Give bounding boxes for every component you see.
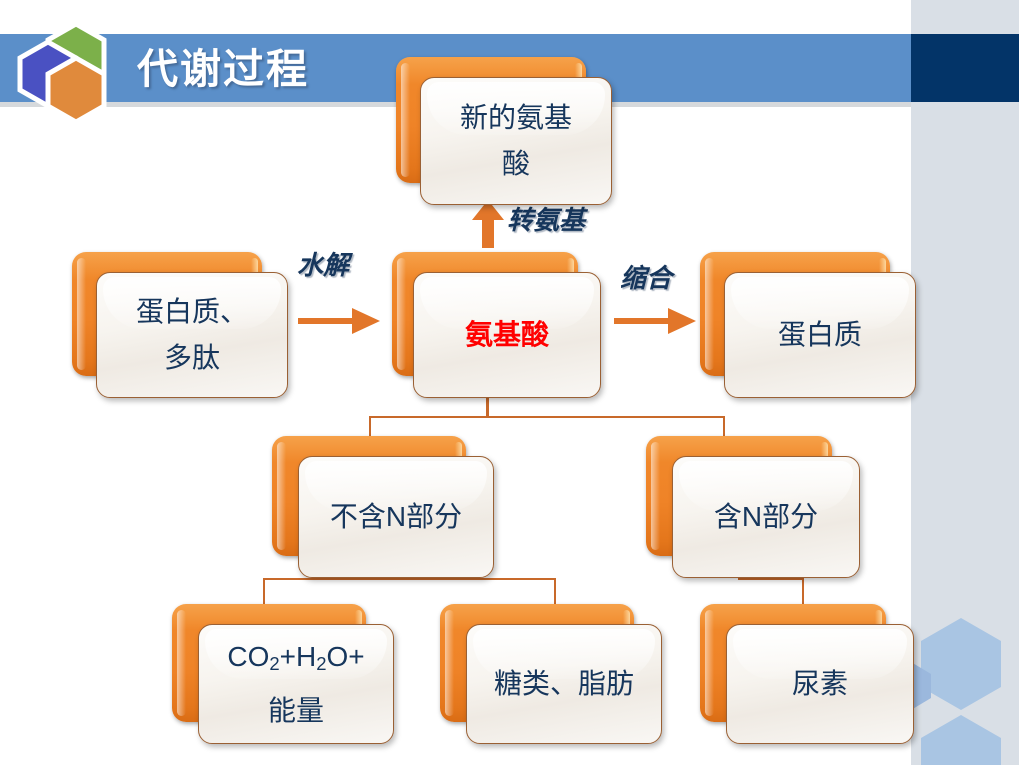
connector-npart-bar xyxy=(738,578,804,580)
formula-mid: +H xyxy=(279,641,317,673)
formula-sub-1: 2 xyxy=(269,653,280,675)
node-front-plate: 糖类、脂肪 xyxy=(466,624,662,744)
connector-branch-bar-1 xyxy=(369,416,725,418)
connector-branch-left-1 xyxy=(369,416,371,442)
connector-branch-bar-2 xyxy=(263,578,556,580)
connector-amino-to-branch xyxy=(486,386,489,418)
connector-branch-right-1 xyxy=(723,416,725,442)
process-label-hydrolysis: 水解 xyxy=(297,250,350,280)
decorative-hexagons xyxy=(905,618,1001,765)
node-label: 尿素 xyxy=(791,668,848,699)
node-label: 蛋白质 xyxy=(777,319,862,350)
hydrolysis-arrow-icon xyxy=(298,308,380,334)
node-front-plate: 尿素 xyxy=(726,624,914,744)
connector-branch-left-2 xyxy=(263,578,265,606)
node-amino-acid[interactable]: 氨基酸 xyxy=(392,252,601,398)
node-co2-h2o-energy[interactable]: CO2+H2O+ 能量 xyxy=(172,604,394,744)
node-front-plate: 氨基酸 xyxy=(413,272,601,398)
node-protein-peptide[interactable]: 蛋白质、 多肽 xyxy=(72,252,288,398)
formula-line2: 能量 xyxy=(267,694,324,726)
title-banner-dark-end xyxy=(911,34,1019,102)
node-front-plate: 不含N部分 xyxy=(298,456,494,578)
node-n-part[interactable]: 含N部分 xyxy=(646,436,860,578)
page-title: 代谢过程 xyxy=(137,46,309,92)
node-label: 含N部分 xyxy=(713,501,819,532)
node-label: 糖类、脂肪 xyxy=(493,668,634,699)
connector-npart-to-urea xyxy=(802,578,804,606)
node-front-plate: 新的氨基 酸 xyxy=(420,77,612,205)
node-urea[interactable]: 尿素 xyxy=(700,604,914,744)
hex-orange-icon xyxy=(45,55,107,125)
logo-hexagon-cluster xyxy=(10,21,130,125)
node-label: 氨基酸 xyxy=(464,319,549,350)
process-label-condensation: 缩合 xyxy=(620,263,673,293)
node-no-n-part[interactable]: 不含N部分 xyxy=(272,436,494,578)
node-label: CO2+H2O+ 能量 xyxy=(219,634,372,733)
transamination-arrow-icon xyxy=(472,200,504,248)
node-protein[interactable]: 蛋白质 xyxy=(700,252,916,398)
node-front-plate: 含N部分 xyxy=(672,456,860,578)
node-new-amino-acid[interactable]: 新的氨基 酸 xyxy=(396,57,612,205)
condensation-arrow-icon xyxy=(614,308,696,334)
node-front-plate: 蛋白质、 多肽 xyxy=(96,272,288,398)
connector-branch-right-2 xyxy=(554,578,556,606)
formula-tail: O+ xyxy=(326,641,365,673)
formula-sub-2: 2 xyxy=(316,653,327,675)
node-front-plate: 蛋白质 xyxy=(724,272,916,398)
node-label: 新的氨基 酸 xyxy=(459,102,572,179)
formula-main: CO xyxy=(227,641,270,673)
process-label-transamination: 转氨基 xyxy=(507,205,586,235)
node-front-plate: CO2+H2O+ 能量 xyxy=(198,624,394,744)
node-label: 不含N部分 xyxy=(329,501,463,532)
node-label: 蛋白质、 多肽 xyxy=(135,296,248,373)
node-sugar-fat[interactable]: 糖类、脂肪 xyxy=(440,604,662,744)
